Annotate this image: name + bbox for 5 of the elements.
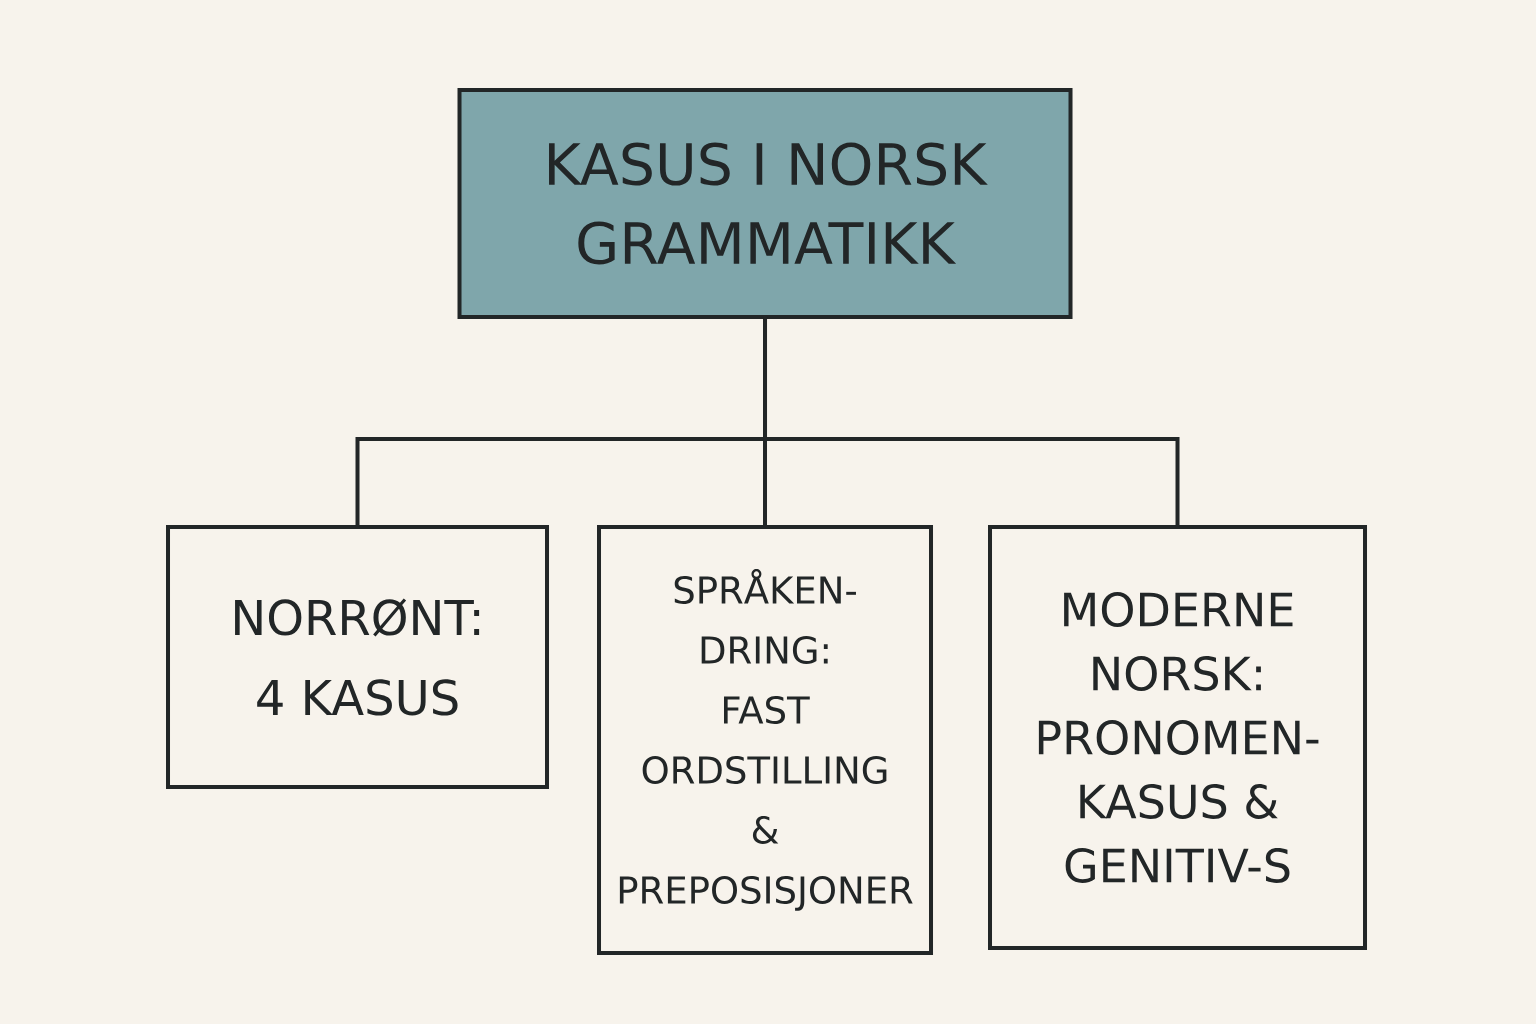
connector-line <box>763 317 1180 527</box>
topic-box: KASUS I NORSK GRAMMATIKK <box>457 88 1073 319</box>
subtopic-box: SPRÅKEN- DRING: FAST ORDSTILLING & PREPOSISJONER <box>597 525 933 955</box>
subtopic-box: NORRØNT: 4 KASUS <box>166 525 549 789</box>
subtopic-box: MODERNE NORSK: PRONOMEN- KASUS & GENITIV-S <box>988 525 1367 950</box>
